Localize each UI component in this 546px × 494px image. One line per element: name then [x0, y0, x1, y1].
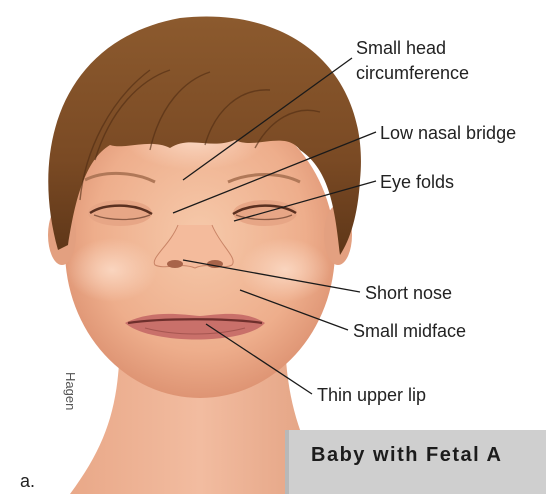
panel-letter: a.	[20, 471, 35, 491]
label-small-midface: Small midface	[353, 321, 466, 341]
label-low-nasal-bridge: Low nasal bridge	[380, 123, 516, 143]
label-small-head-line2: circumference	[356, 63, 469, 83]
label-small-head-line1: Small head	[356, 38, 446, 58]
label-eye-folds: Eye folds	[380, 172, 454, 192]
artist-signature: Hagen	[63, 372, 78, 410]
label-short-nose: Short nose	[365, 283, 452, 303]
caption-banner: Baby with Fetal A	[285, 430, 546, 494]
banner-text: Baby with Fetal A	[311, 444, 502, 466]
label-thin-upper-lip: Thin upper lip	[317, 385, 426, 405]
